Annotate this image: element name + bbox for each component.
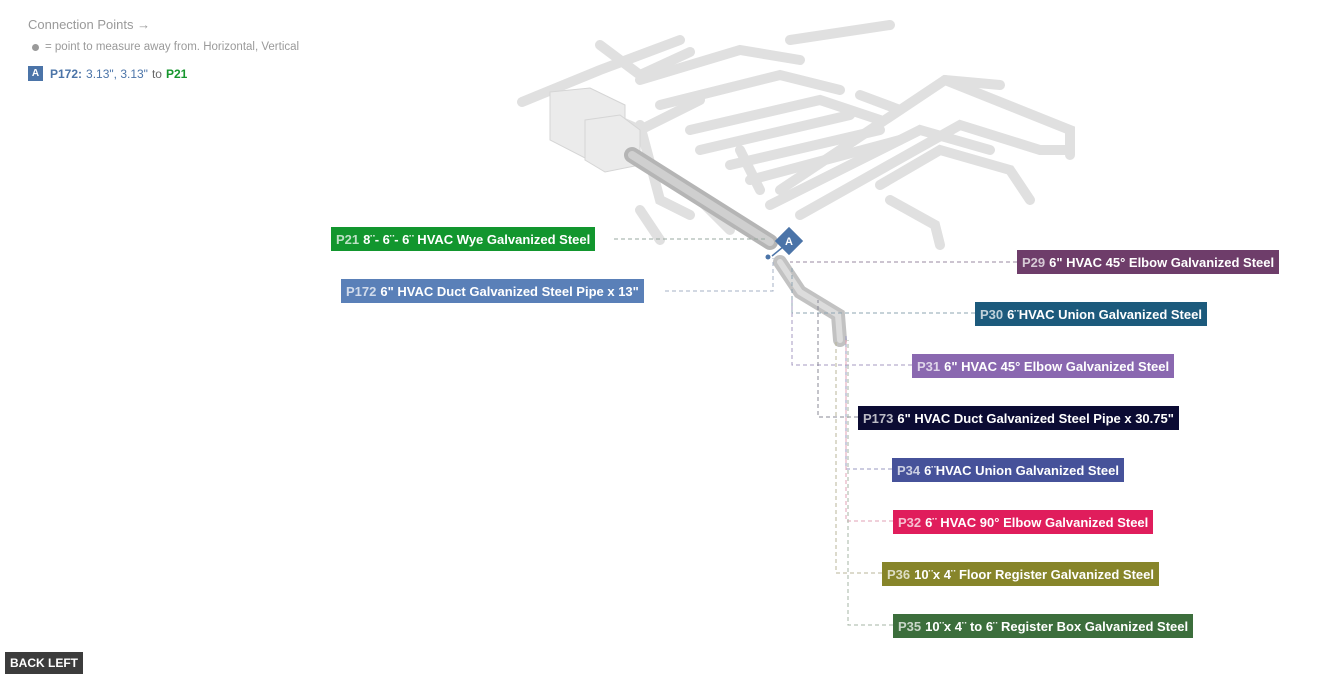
part-id: P172 [346, 283, 377, 299]
part-name: 6" HVAC Duct Galvanized Steel Pipe x 30.… [897, 410, 1174, 426]
part-id: P21 [336, 231, 360, 247]
part-id: P34 [897, 462, 921, 478]
part-label-p31[interactable]: P31 6" HVAC 45° Elbow Galvanized Steel [912, 354, 1175, 378]
back-left-button[interactable]: BACK LEFT [5, 652, 83, 674]
connection-to-word: to [151, 66, 162, 81]
legend-hint: = point to measure away from. Horizontal… [28, 41, 299, 53]
part-name: 6¨HVAC Union Galvanized Steel [1007, 306, 1202, 322]
connection-point-dot [765, 254, 771, 260]
marker-label: A [785, 236, 793, 248]
part-name: 10¨x 4¨ Floor Register Galvanized Steel [914, 566, 1154, 582]
connection-target: P21 [165, 66, 188, 81]
part-name: 6¨HVAC Union Galvanized Steel [924, 462, 1119, 478]
part-name: 10¨x 4¨ to 6¨ Register Box Galvanized St… [925, 618, 1189, 634]
part-label-p36[interactable]: P36 10¨x 4¨ Floor Register Galvanized St… [882, 562, 1159, 586]
part-label-p32[interactable]: P32 6¨ HVAC 90° Elbow Galvanized Steel [893, 510, 1154, 534]
point-dot-icon [32, 43, 39, 51]
part-id: P29 [1022, 254, 1046, 270]
connection-from: P172: [50, 66, 83, 81]
part-id: P173 [863, 410, 894, 426]
connection-entry[interactable]: A P172: 3.13", 3.13" to P21 [28, 66, 299, 81]
part-label-p34[interactable]: P34 6¨HVAC Union Galvanized Steel [892, 458, 1124, 482]
part-label-p29[interactable]: P29 6" HVAC 45° Elbow Galvanized Steel [1017, 250, 1280, 274]
connection-legend: Connection Points → = point to measure a… [28, 17, 299, 81]
legend-hint-text: = point to measure away from. Horizontal… [45, 41, 300, 53]
highlighted-duct-run [624, 147, 847, 347]
part-label-p21[interactable]: P21 8¨- 6¨- 6¨ HVAC Wye Galvanized Steel [331, 227, 596, 251]
leader-lines [614, 238, 1017, 626]
part-label-p172[interactable]: P172 6" HVAC Duct Galvanized Steel Pipe … [341, 279, 644, 303]
connection-values: 3.13", 3.13" [86, 66, 148, 81]
background-duct-network [517, 20, 1075, 250]
part-id: P30 [980, 306, 1004, 322]
part-label-p30[interactable]: P30 6¨HVAC Union Galvanized Steel [975, 302, 1207, 326]
part-id: P32 [898, 514, 922, 530]
part-name: 6" HVAC 45° Elbow Galvanized Steel [944, 358, 1170, 374]
part-name: 8¨- 6¨- 6¨ HVAC Wye Galvanized Steel [363, 231, 591, 247]
part-id: P31 [917, 358, 941, 374]
part-name: 6" HVAC Duct Galvanized Steel Pipe x 13" [380, 283, 639, 299]
part-label-p173[interactable]: P173 6" HVAC Duct Galvanized Steel Pipe … [858, 406, 1179, 430]
connection-badge: A [28, 66, 43, 81]
part-id: P36 [887, 566, 911, 582]
part-id: P35 [898, 618, 922, 634]
part-name: 6" HVAC 45° Elbow Galvanized Steel [1049, 254, 1275, 270]
connection-marker-a[interactable]: A [771, 226, 804, 257]
part-name: 6¨ HVAC 90° Elbow Galvanized Steel [925, 514, 1149, 530]
part-label-p35[interactable]: P35 10¨x 4¨ to 6¨ Register Box Galvanize… [893, 614, 1194, 638]
legend-title: Connection Points → [28, 17, 151, 32]
